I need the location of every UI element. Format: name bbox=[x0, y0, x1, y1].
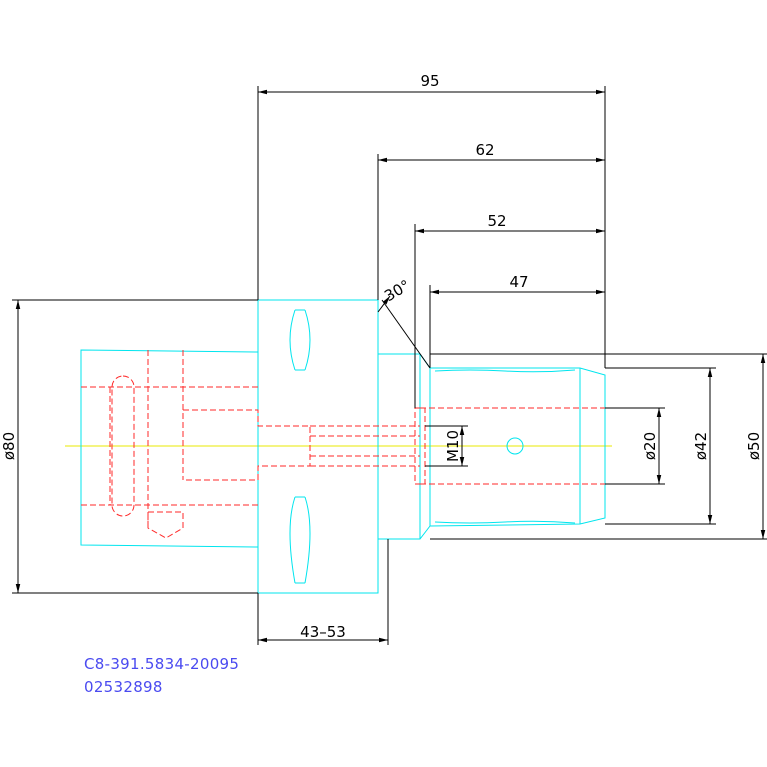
dim-d50-label: ø50 bbox=[745, 432, 763, 460]
part-outline bbox=[80, 299, 606, 594]
dim-62-label: 62 bbox=[475, 141, 494, 159]
dim-52-label: 52 bbox=[487, 212, 506, 230]
taper-shank bbox=[80, 349, 259, 548]
dim-d80-label: ø80 bbox=[0, 432, 18, 460]
key-slot-top bbox=[289, 309, 311, 371]
part-number: C8-391.5834-20095 bbox=[84, 655, 240, 673]
dimension-lines bbox=[12, 86, 767, 645]
cross-hole bbox=[506, 437, 524, 455]
angle-leader bbox=[381, 299, 431, 369]
dim-95-label: 95 bbox=[420, 72, 439, 90]
flange bbox=[257, 299, 379, 594]
order-number: 02532898 bbox=[84, 678, 163, 696]
key-slot-bottom bbox=[289, 496, 311, 584]
hidden-features bbox=[81, 350, 605, 539]
collet-body bbox=[429, 367, 606, 527]
neck bbox=[378, 353, 431, 540]
dim-47-label: 47 bbox=[509, 273, 528, 291]
dim-43-53-label: 43–53 bbox=[300, 623, 346, 641]
dim-m10-label: M10 bbox=[444, 430, 462, 462]
dim-d20-label: ø20 bbox=[641, 432, 659, 460]
dim-d42-label: ø42 bbox=[692, 432, 710, 460]
